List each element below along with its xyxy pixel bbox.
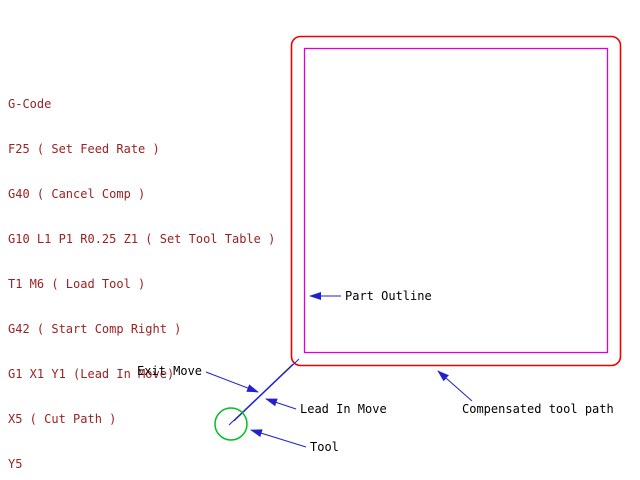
label-tool: Tool — [310, 440, 339, 454]
gcode-line: F25 ( Set Feed Rate ) — [8, 142, 160, 156]
label-compensated-tool-path: Compensated tool path — [462, 402, 614, 416]
gcode-line: G-Code — [8, 97, 52, 111]
gcode-line: Y5 — [8, 457, 23, 471]
label-lead-in-move: Lead In Move — [300, 402, 387, 416]
gcode-line: T1 M6 ( Load Tool ) — [8, 277, 146, 291]
tool-leader-arrow — [250, 429, 307, 448]
label-exit-move: Exit Move — [137, 364, 203, 378]
exit-move-line — [228, 363, 294, 426]
gcode-line: G10 L1 P1 R0.25 Z1 ( Set Tool Table ) — [8, 232, 276, 246]
gcode-line: G40 ( Cancel Comp ) — [8, 187, 146, 201]
gcode-line: X5 ( Cut Path ) — [8, 412, 117, 426]
gcode-line: G42 ( Start Comp Right ) — [8, 322, 182, 336]
part-outline-rect — [303, 47, 609, 354]
lead-in-move-line — [233, 358, 300, 422]
gcode-listing: G-Code F25 ( Set Feed Rate ) G40 ( Cance… — [8, 67, 275, 480]
compensated-tool-path-leader-arrow — [437, 370, 473, 402]
compensated-tool-path-outline — [290, 35, 622, 367]
gcode-line: G1 X1 Y1 (Lead In Move) — [8, 367, 175, 381]
label-part-outline: Part Outline — [345, 289, 432, 303]
exit-move-leader-arrow — [205, 371, 259, 393]
tool-circle — [214, 407, 248, 441]
lead-in-move-leader-arrow — [265, 398, 297, 410]
